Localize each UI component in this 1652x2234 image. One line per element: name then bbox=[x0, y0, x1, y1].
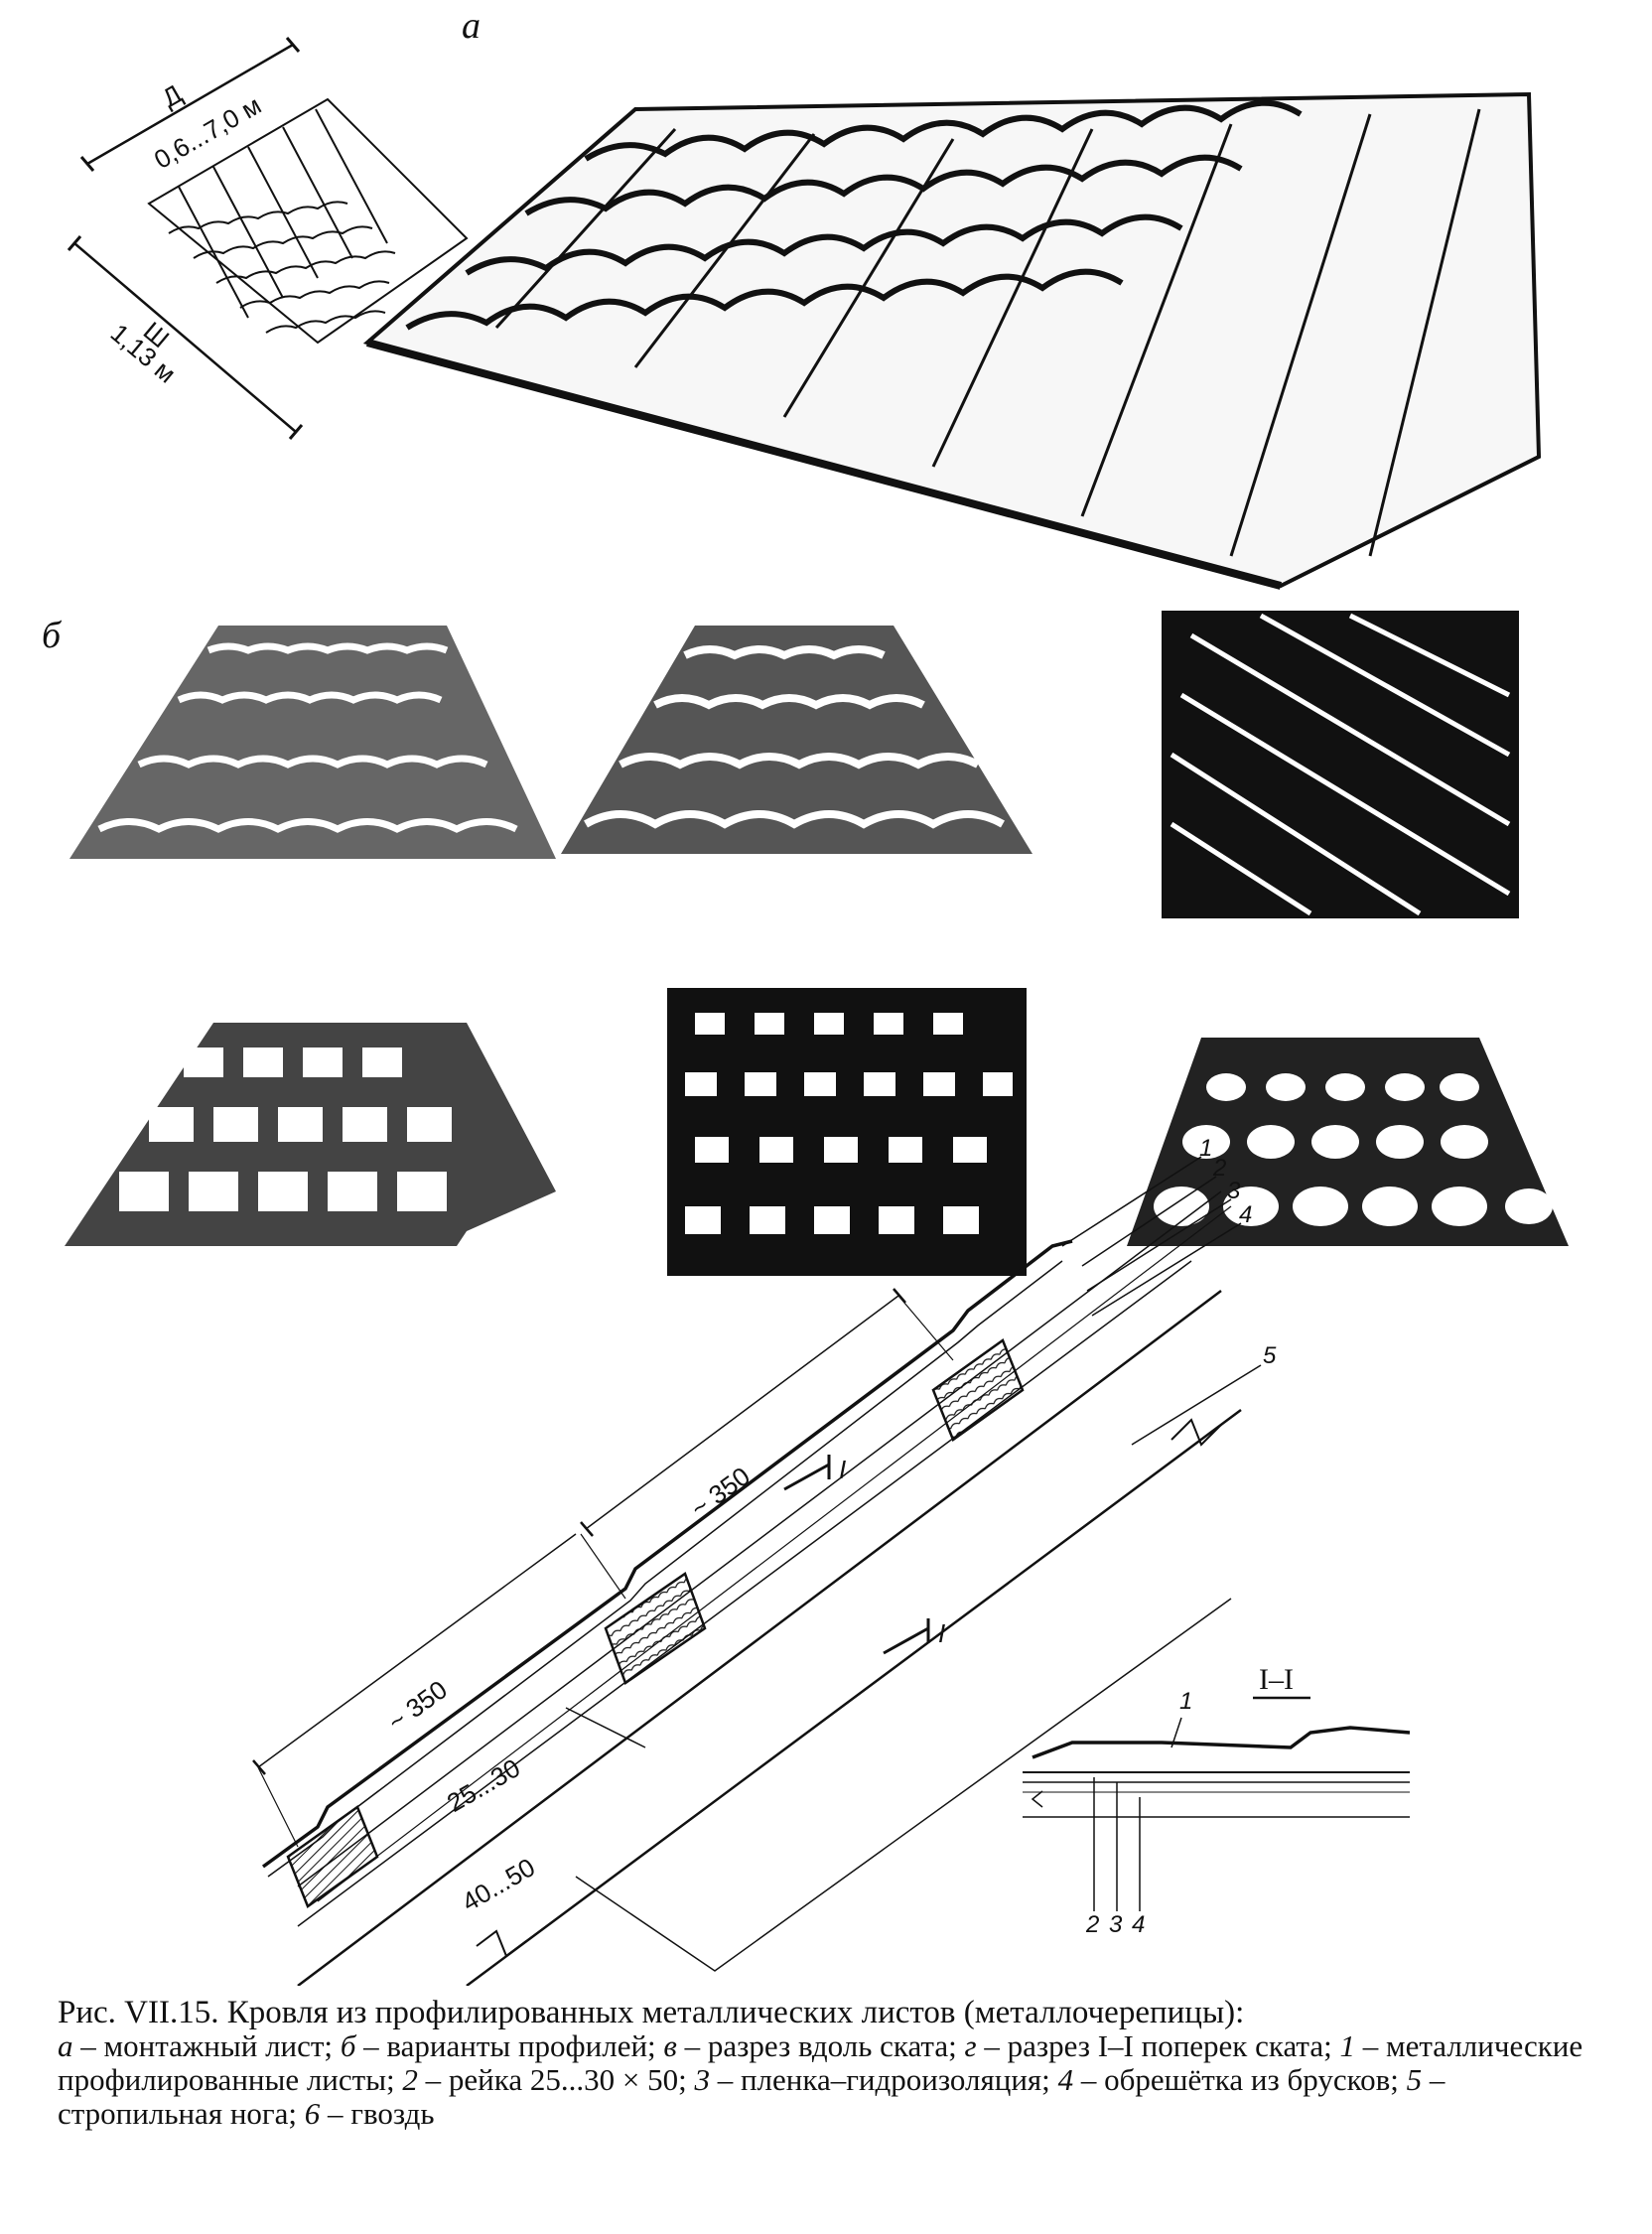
caption-item-key: 1 bbox=[1339, 2028, 1355, 2063]
section-mark-top: I bbox=[839, 1455, 847, 1484]
caption-item-text: – монтажный лист; bbox=[72, 2028, 341, 2063]
section-callout-2: 2 bbox=[1086, 1911, 1100, 1938]
caption-item-text: – рейка 25...30 × 50; bbox=[417, 2062, 695, 2097]
caption-item-text: – стропильная нога; bbox=[58, 2062, 1446, 2131]
caption-title: Рис. VII.15. Кровля из профилированных м… bbox=[58, 1995, 1245, 2030]
caption-item-key: б bbox=[340, 2028, 356, 2063]
profile-variant-4 bbox=[65, 1023, 556, 1246]
figure-caption: Рис. VII.15. Кровля из профилированных м… bbox=[58, 1996, 1606, 2131]
section-callout-4: 4 bbox=[1132, 1911, 1146, 1938]
panel-label-b: б bbox=[42, 615, 62, 656]
caption-item-text: – обрешётка из брусков; bbox=[1073, 2062, 1407, 2097]
callout-4: 4 bbox=[1239, 1201, 1253, 1228]
caption-item-key: 6 bbox=[304, 2096, 321, 2131]
caption-item-text: – пленка–гидроизоляция; bbox=[709, 2062, 1058, 2097]
callout-3: 3 bbox=[1227, 1178, 1241, 1204]
figure-drawing bbox=[65, 37, 1569, 1986]
section-callout-3: 3 bbox=[1109, 1911, 1123, 1938]
section-along-slope bbox=[252, 1156, 1262, 1986]
caption-item-key: 4 bbox=[1057, 2062, 1074, 2097]
caption-item-text: – варианты профилей; bbox=[355, 2028, 664, 2063]
caption-legend: а – монтажный лист; б – варианты профиле… bbox=[58, 2028, 1583, 2131]
callout-5: 5 bbox=[1263, 1342, 1277, 1369]
caption-item-key: в bbox=[663, 2028, 677, 2063]
mounting-sheet-sketch bbox=[67, 37, 469, 440]
caption-item-text: – гвоздь bbox=[320, 2096, 435, 2131]
caption-item-text: – разрез вдоль ската; bbox=[676, 2028, 965, 2063]
caption-item-key: г bbox=[964, 2028, 977, 2063]
section-mark-bottom: I bbox=[938, 1618, 946, 1648]
callout-2: 2 bbox=[1213, 1155, 1227, 1182]
caption-item-key: 2 bbox=[402, 2062, 418, 2097]
profile-variant-5 bbox=[667, 988, 1027, 1276]
caption-item-text: – разрез I–I поперек ската; bbox=[976, 2028, 1340, 2063]
callout-1: 1 bbox=[1199, 1135, 1213, 1162]
caption-item-key: 3 bbox=[694, 2062, 710, 2097]
profile-variant-1 bbox=[69, 626, 556, 859]
profile-variant-2 bbox=[561, 626, 1032, 854]
profile-variant-3 bbox=[1162, 611, 1519, 918]
caption-item-key: а bbox=[58, 2028, 73, 2063]
panel-label-a: а bbox=[462, 5, 481, 47]
section-callout-1: 1 bbox=[1179, 1688, 1193, 1715]
profile-variant-6 bbox=[1127, 1038, 1569, 1246]
metal-tile-sheet-render bbox=[362, 91, 1542, 590]
caption-item-key: 5 bbox=[1406, 2062, 1423, 2097]
section-title: I–I bbox=[1259, 1663, 1294, 1696]
caption-item-text: – металлические профилированные листы; bbox=[58, 2028, 1583, 2097]
section-across-slope bbox=[1023, 1696, 1411, 1911]
